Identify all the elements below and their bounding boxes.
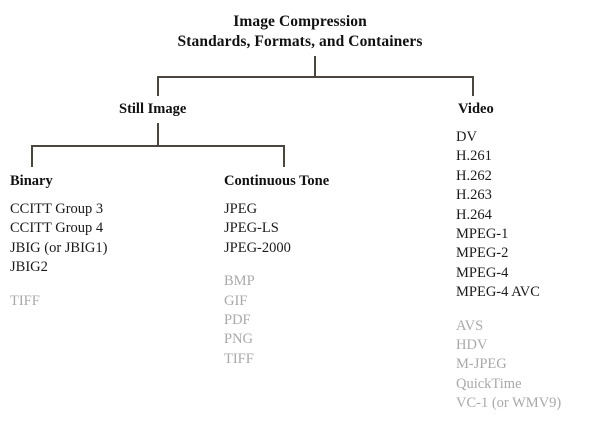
branch-heading-still-image: Still Image — [119, 101, 187, 117]
connector-still-image-stem — [157, 123, 159, 146]
list-item: PDF — [224, 312, 251, 329]
column-heading-binary: Binary — [10, 173, 53, 189]
connector-root-horizontal — [157, 76, 474, 78]
list-item: H.261 — [456, 148, 492, 165]
list-item: BMP — [224, 273, 255, 290]
connector-root-drop-video — [472, 76, 474, 96]
list-item: DV — [456, 129, 477, 145]
connector-still-image-horizontal — [31, 145, 285, 147]
list-item: CCITT Group 3 — [10, 201, 104, 217]
title-line-2: Standards, Formats, and Containers — [177, 33, 423, 50]
connector-still-image-drop-continuous-tone — [283, 145, 285, 167]
list-item: MPEG-4 — [456, 264, 509, 281]
list-item: M-JPEG — [456, 356, 507, 373]
column-heading-continuous-tone: Continuous Tone — [224, 173, 330, 189]
list-item: AVS — [456, 317, 484, 334]
list-item: PNG — [224, 331, 254, 348]
list-item: JPEG — [224, 201, 258, 217]
list-item: HDV — [456, 337, 488, 354]
list-item: H.262 — [456, 167, 492, 184]
list-item: JPEG-LS — [224, 220, 279, 237]
list-item: JBIG2 — [10, 259, 48, 276]
list-item: JPEG-2000 — [224, 239, 291, 256]
list-item: JBIG (or JBIG1) — [10, 239, 108, 256]
list-item: QuickTime — [456, 375, 522, 392]
list-item: MPEG-4 AVC — [456, 284, 540, 301]
list-item: H.263 — [456, 187, 492, 204]
page-title: Image Compression Standards, Formats, an… — [0, 12, 600, 52]
list-item: H.264 — [456, 206, 492, 223]
list-item: VC-1 (or WMV9) — [456, 395, 562, 412]
list-item: TIFF — [224, 350, 254, 367]
connector-root-stem — [314, 56, 316, 77]
title-line-1: Image Compression — [233, 13, 367, 30]
connector-root-drop-still-image — [157, 76, 159, 96]
list-item: CCITT Group 4 — [10, 220, 104, 237]
list-item: MPEG-2 — [456, 245, 509, 262]
list-item: GIF — [224, 292, 248, 309]
connector-still-image-drop-binary — [31, 145, 33, 167]
list-item: MPEG-1 — [456, 226, 509, 243]
list-binary-formats: CCITT Group 3 CCITT Group 4 JBIG (or JBIG1… — [10, 200, 107, 311]
branch-heading-video: Video — [458, 101, 494, 117]
list-item: TIFF — [10, 292, 40, 309]
